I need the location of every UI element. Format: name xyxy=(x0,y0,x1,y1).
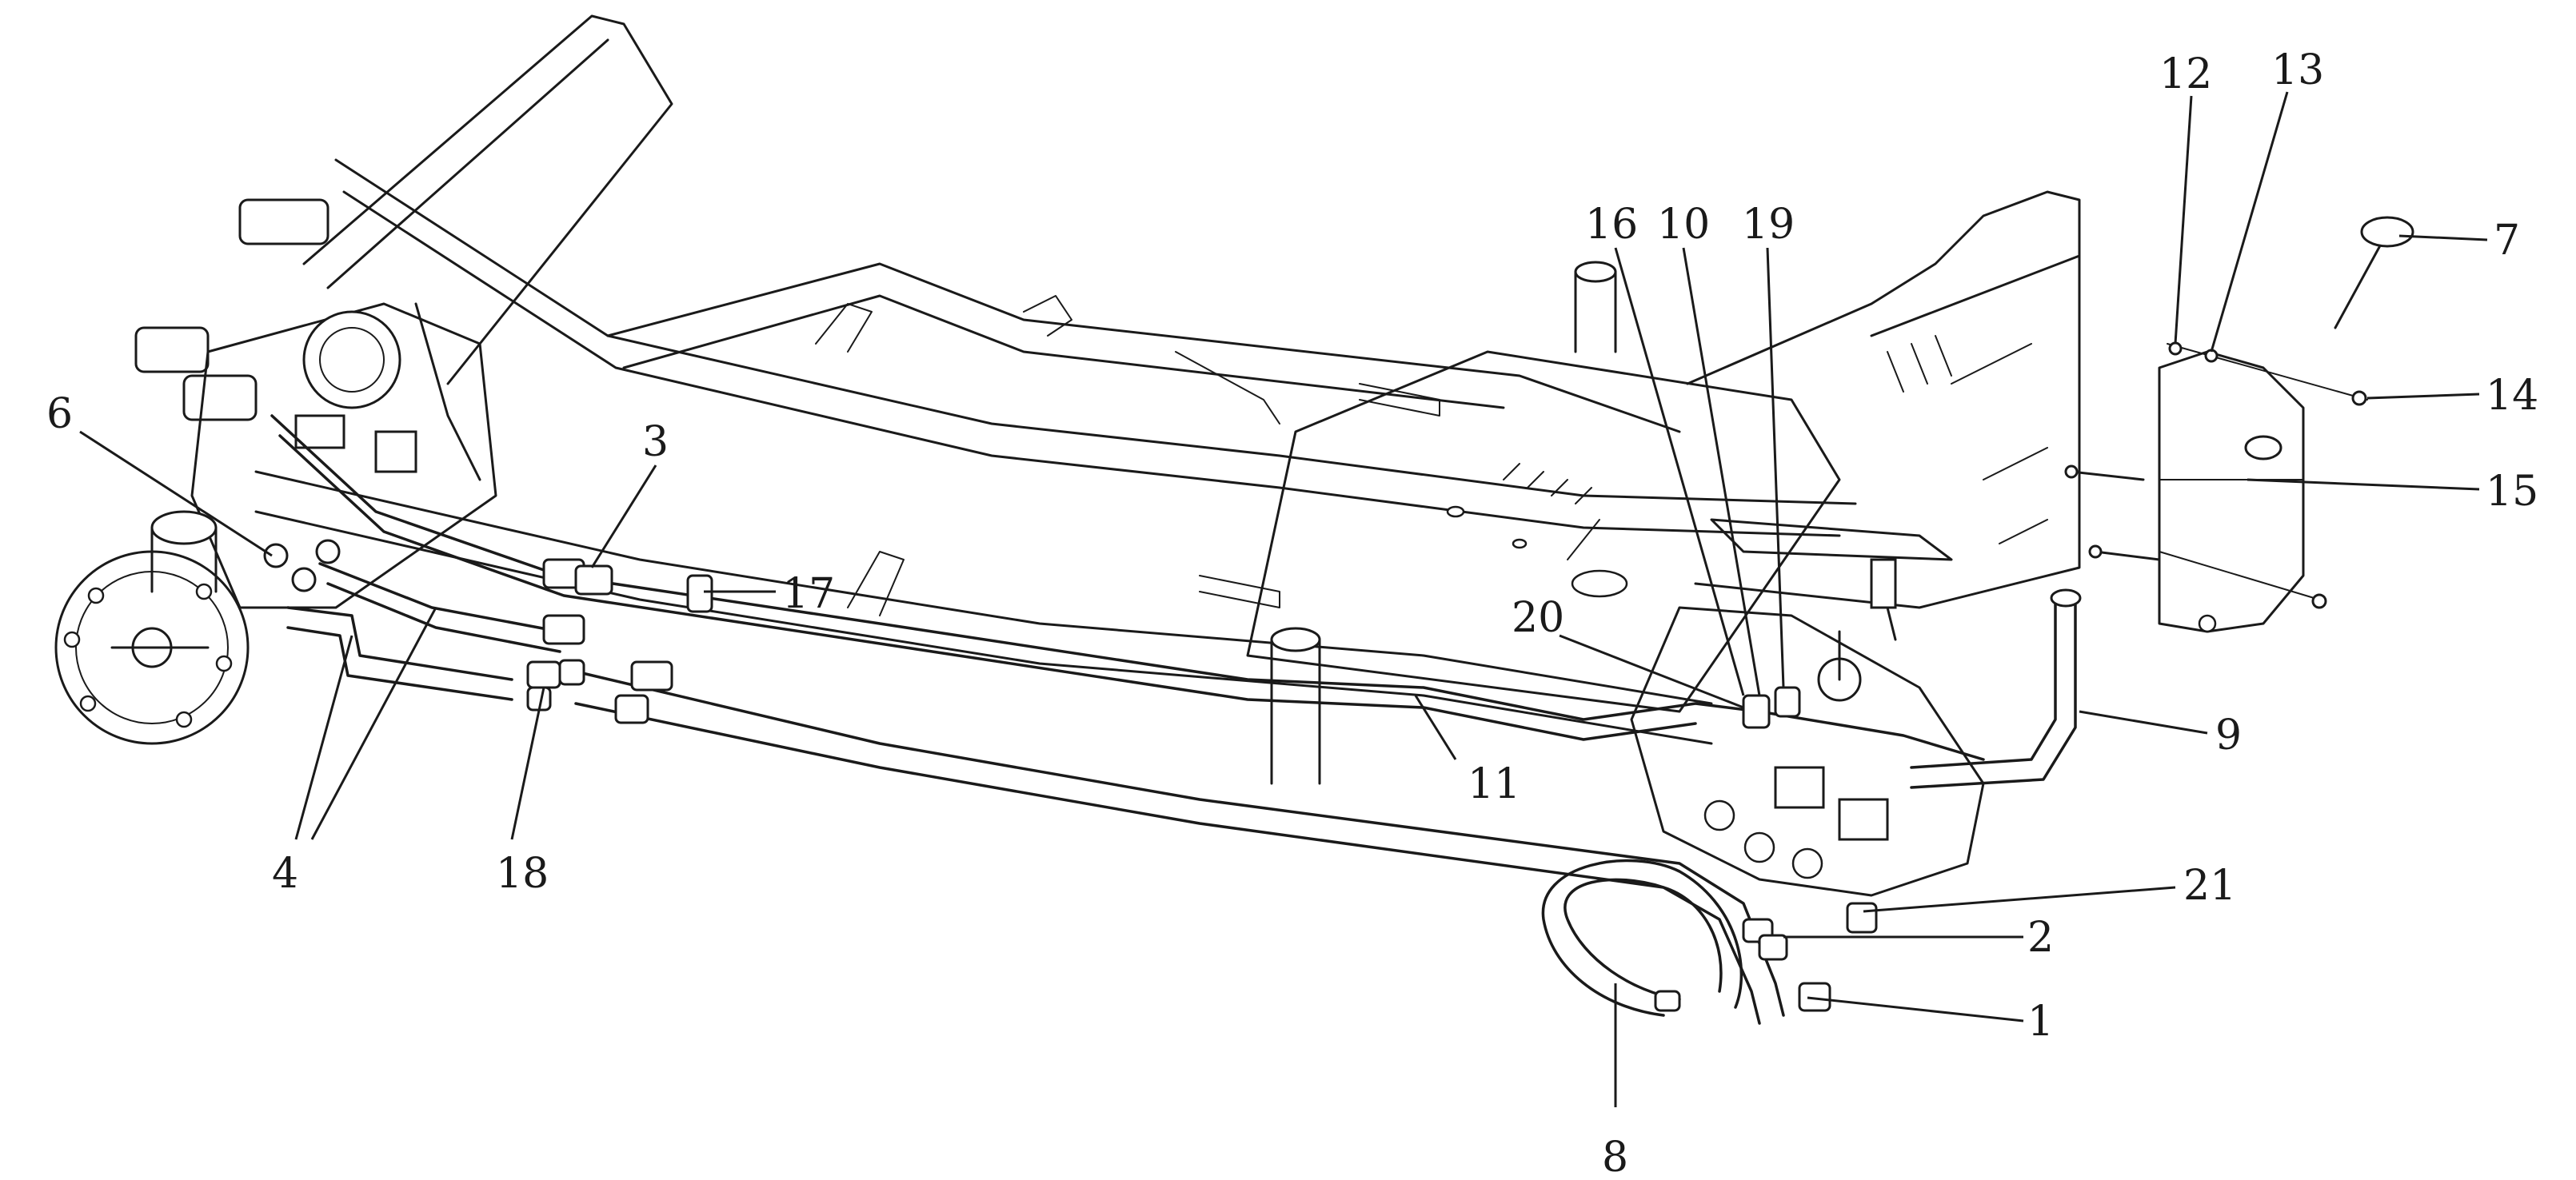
leader-13 xyxy=(2210,91,2289,353)
callout-21: 21 xyxy=(2183,862,2236,910)
callout-11: 11 xyxy=(1468,760,1520,808)
leader-6 xyxy=(79,430,273,557)
callout-4: 4 xyxy=(272,850,298,898)
leader-4b xyxy=(310,607,437,840)
callout-14: 14 xyxy=(2486,372,2538,420)
right-transaxle xyxy=(1630,558,1985,897)
callout-12: 12 xyxy=(2159,50,2212,98)
leader-20 xyxy=(1559,634,1744,709)
callout-1: 1 xyxy=(2027,998,2054,1046)
hose-fittings xyxy=(263,539,1878,1012)
callout-16: 16 xyxy=(1585,201,1638,249)
callout-2: 2 xyxy=(2027,914,2054,962)
left-transaxle xyxy=(54,302,497,745)
leader-18 xyxy=(510,687,545,840)
leader-16 xyxy=(1614,247,1745,696)
leader-10 xyxy=(1682,247,1761,696)
leader-3 xyxy=(590,464,657,568)
hydraulic-hoses xyxy=(270,414,2082,1025)
leader-14 xyxy=(2366,393,2480,400)
callout-17: 17 xyxy=(782,570,835,618)
leader-11 xyxy=(1414,695,1457,760)
chassis-frame xyxy=(134,14,1857,785)
callout-10: 10 xyxy=(1657,201,1710,249)
leader-1 xyxy=(1807,996,2024,1023)
seat-bracket-assembly xyxy=(1686,190,2081,609)
callout-6: 6 xyxy=(46,390,73,438)
leader-21 xyxy=(1863,886,2176,913)
hydraulic-tank xyxy=(2158,350,2305,633)
leader-19 xyxy=(1766,247,1785,688)
callout-18: 18 xyxy=(496,850,549,898)
leader-15 xyxy=(2247,478,2480,491)
callout-labels: 1 2 3 4 6 7 8 9 10 11 12 13 14 15 16 17 … xyxy=(46,46,2538,1180)
leader-lines xyxy=(79,91,2488,1107)
leader-4a xyxy=(294,635,353,840)
dipstick xyxy=(2334,216,2414,329)
callout-19: 19 xyxy=(1742,201,1795,249)
leader-9 xyxy=(2079,710,2208,735)
callout-8: 8 xyxy=(1602,1134,1628,1180)
callout-9: 9 xyxy=(2215,712,2242,759)
leader-7 xyxy=(2398,234,2488,241)
callout-20: 20 xyxy=(1512,594,1564,642)
leader-12 xyxy=(2174,95,2193,345)
callout-7: 7 xyxy=(2494,217,2520,265)
callout-13: 13 xyxy=(2271,46,2324,94)
callout-3: 3 xyxy=(642,418,669,466)
mounting-hardware xyxy=(2064,341,2368,609)
callout-15: 15 xyxy=(2486,468,2538,516)
